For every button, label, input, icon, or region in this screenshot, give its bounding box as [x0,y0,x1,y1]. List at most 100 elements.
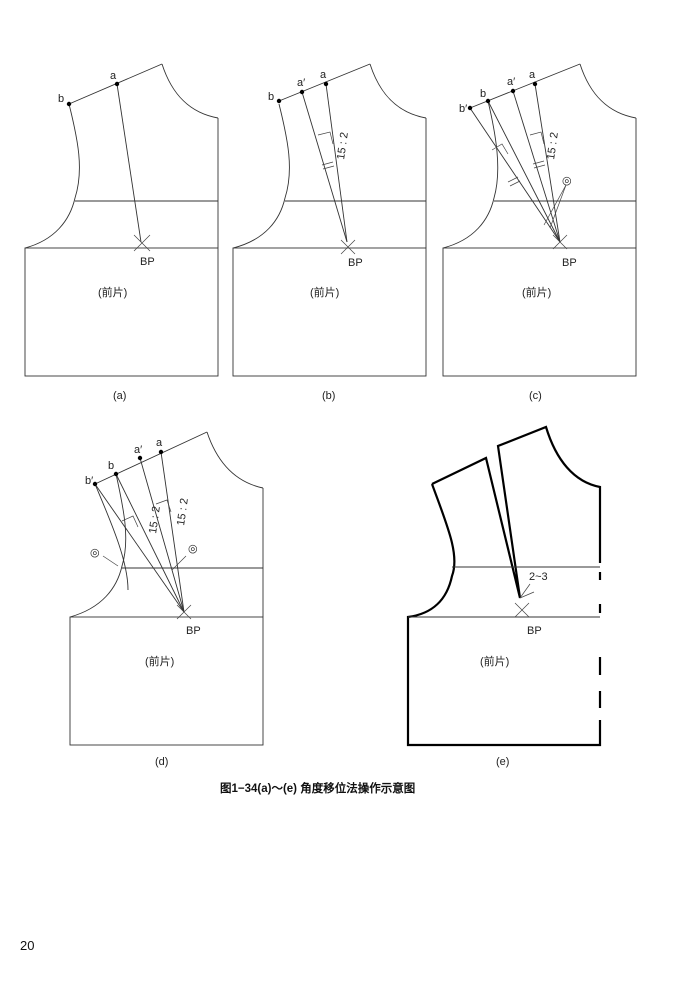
point-b-dot [113,471,119,477]
dart-line-a-prime [301,91,348,243]
point-a-dot [323,81,329,87]
armhole-curve [24,103,80,249]
point-label-a: a [320,69,327,81]
point-b-prime-dot [92,481,98,487]
armhole-curve [69,473,127,618]
piece-label: (前片) [522,285,551,299]
piece-label: (前片) [480,654,509,668]
bp-cross-2 [552,234,568,250]
leader-line [549,184,567,229]
leader-line [519,591,535,599]
armhole-curve [442,100,499,249]
point-a-dot [158,449,164,455]
panel-b: b a′ a 15 : 2 BP (前片) (b) [232,63,427,402]
shoulder-line [94,431,208,485]
point-label-b: b [480,88,486,100]
point-b-prime-dot [467,105,473,111]
point-a-dot [532,81,538,87]
right-angle-mark [121,515,139,528]
ratio-label-1: 15 : 2 [147,505,163,534]
lower-block [24,247,219,377]
sublabel-b: (b) [322,390,335,402]
point-a-dot [114,81,120,87]
piece-label: (前片) [145,654,174,668]
dart-line-a [116,83,142,243]
lower-block [69,616,264,746]
dart-line-b-prime [94,483,185,613]
leader-line [171,555,187,571]
pattern-outline-top [431,425,602,599]
point-label-a-prime: a′ [297,77,305,89]
bp-label: BP [527,625,542,637]
point-b-dot [66,101,72,107]
neck-curve [206,431,264,489]
dart-line-a [160,451,185,613]
neck-curve [579,63,637,119]
lower-block [232,247,427,377]
symbol-mark-right: ◎ [188,543,198,555]
point-label-b: b [108,460,114,472]
ratio-label-2: 15 : 2 [175,497,191,526]
sublabel-c: (c) [529,390,542,402]
dart-line-a-prime [512,90,561,243]
bp-cross-2 [176,604,192,620]
lower-block [442,247,637,377]
bp-label: BP [186,625,201,637]
right-angle-mark [317,131,334,145]
bp-label: BP [562,257,577,269]
panel-d: b′ b a′ a 15 : 2 15 : 2 ◎ ◎ BP (前片) (d) [69,431,264,768]
sublabel-a: (a) [113,390,126,402]
dart-line-a [325,83,348,243]
tick-mark [322,165,335,170]
point-label-b: b [58,93,64,105]
ratio-label: 15 : 2 [335,131,351,160]
tick-mark [533,164,546,169]
piece-label: (前片) [310,285,339,299]
figure-caption: 图1−34(a)～(e) 角度移位法操作示意图 [220,781,415,795]
point-label-a: a [156,437,163,449]
neck-curve [161,63,219,119]
bp-cross-2 [514,602,530,618]
tick-mark [321,161,334,166]
sublabel-e: (e) [496,756,509,768]
neck-curve [369,63,427,119]
right-angle-mark [155,499,172,513]
dart-line-b [487,100,561,243]
point-label-b: b [268,91,274,103]
tick-mark [509,180,521,187]
point-label-b-prime: b′ [85,475,93,487]
point-label-a: a [529,69,536,81]
dart-line-b-prime [469,107,561,243]
panel-e: 2~3 BP (前片) (e) [406,425,602,768]
bp-cross-2 [133,234,151,252]
bp-label: BP [140,256,155,268]
point-b-dot [276,98,282,104]
symbol-mark: ◎ [562,175,572,187]
dimension-label: 2~3 [529,571,548,583]
dart-line-a [534,83,561,243]
right-angle-mark [491,143,509,155]
tick-mark [507,176,519,183]
leader-line [102,555,119,567]
point-b-dot [485,98,491,104]
point-label-b-prime: b′ [459,103,467,115]
leader-line [543,184,567,226]
piece-label: (前片) [98,285,127,299]
bp-label: BP [348,257,363,269]
symbol-mark-left: ◎ [90,547,100,559]
panel-a: b a BP (前片) (a) [24,63,219,402]
armhole-curve-shifted [94,483,129,591]
pattern-outline-bottom [406,483,602,747]
point-label-a-prime: a′ [507,76,515,88]
leader-line [519,583,531,599]
point-a-prime-dot [137,455,143,461]
page-number: 20 [20,938,35,953]
tick-mark [532,160,545,165]
point-a-prime-dot [299,89,305,95]
ratio-label: 15 : 2 [545,131,561,160]
sublabel-d: (d) [155,756,168,768]
dart-line-a-prime [139,457,185,613]
right-angle-mark [529,131,545,145]
